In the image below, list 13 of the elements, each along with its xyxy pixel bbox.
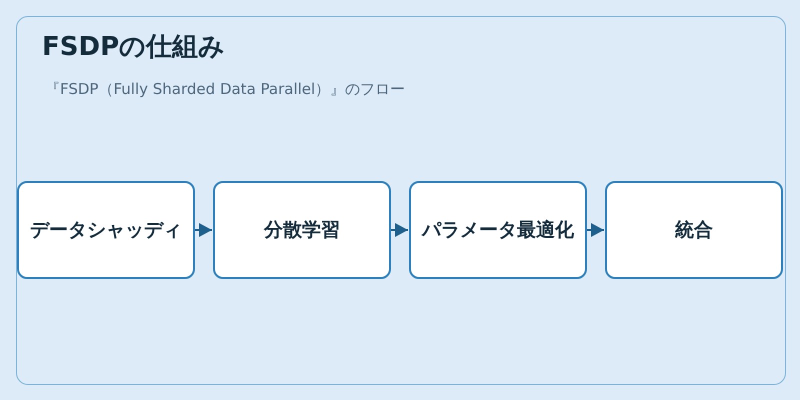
arrow: [195, 223, 212, 237]
arrow: [587, 223, 604, 237]
process-box: [409, 181, 587, 279]
arrow: [391, 223, 408, 237]
step-label: データシャッディ: [30, 218, 182, 242]
subtitle: 『FSDP（Fully Sharded Data Parallel）』のフロー: [45, 79, 406, 99]
step-label: パラメータ最適化: [422, 218, 574, 242]
step-label: 統合: [675, 218, 713, 242]
process-box: [213, 181, 391, 279]
process-box: [605, 181, 783, 279]
title: FSDPの仕組み: [42, 31, 226, 64]
process-box: [17, 181, 195, 279]
step-label: 分散学習: [264, 218, 340, 242]
